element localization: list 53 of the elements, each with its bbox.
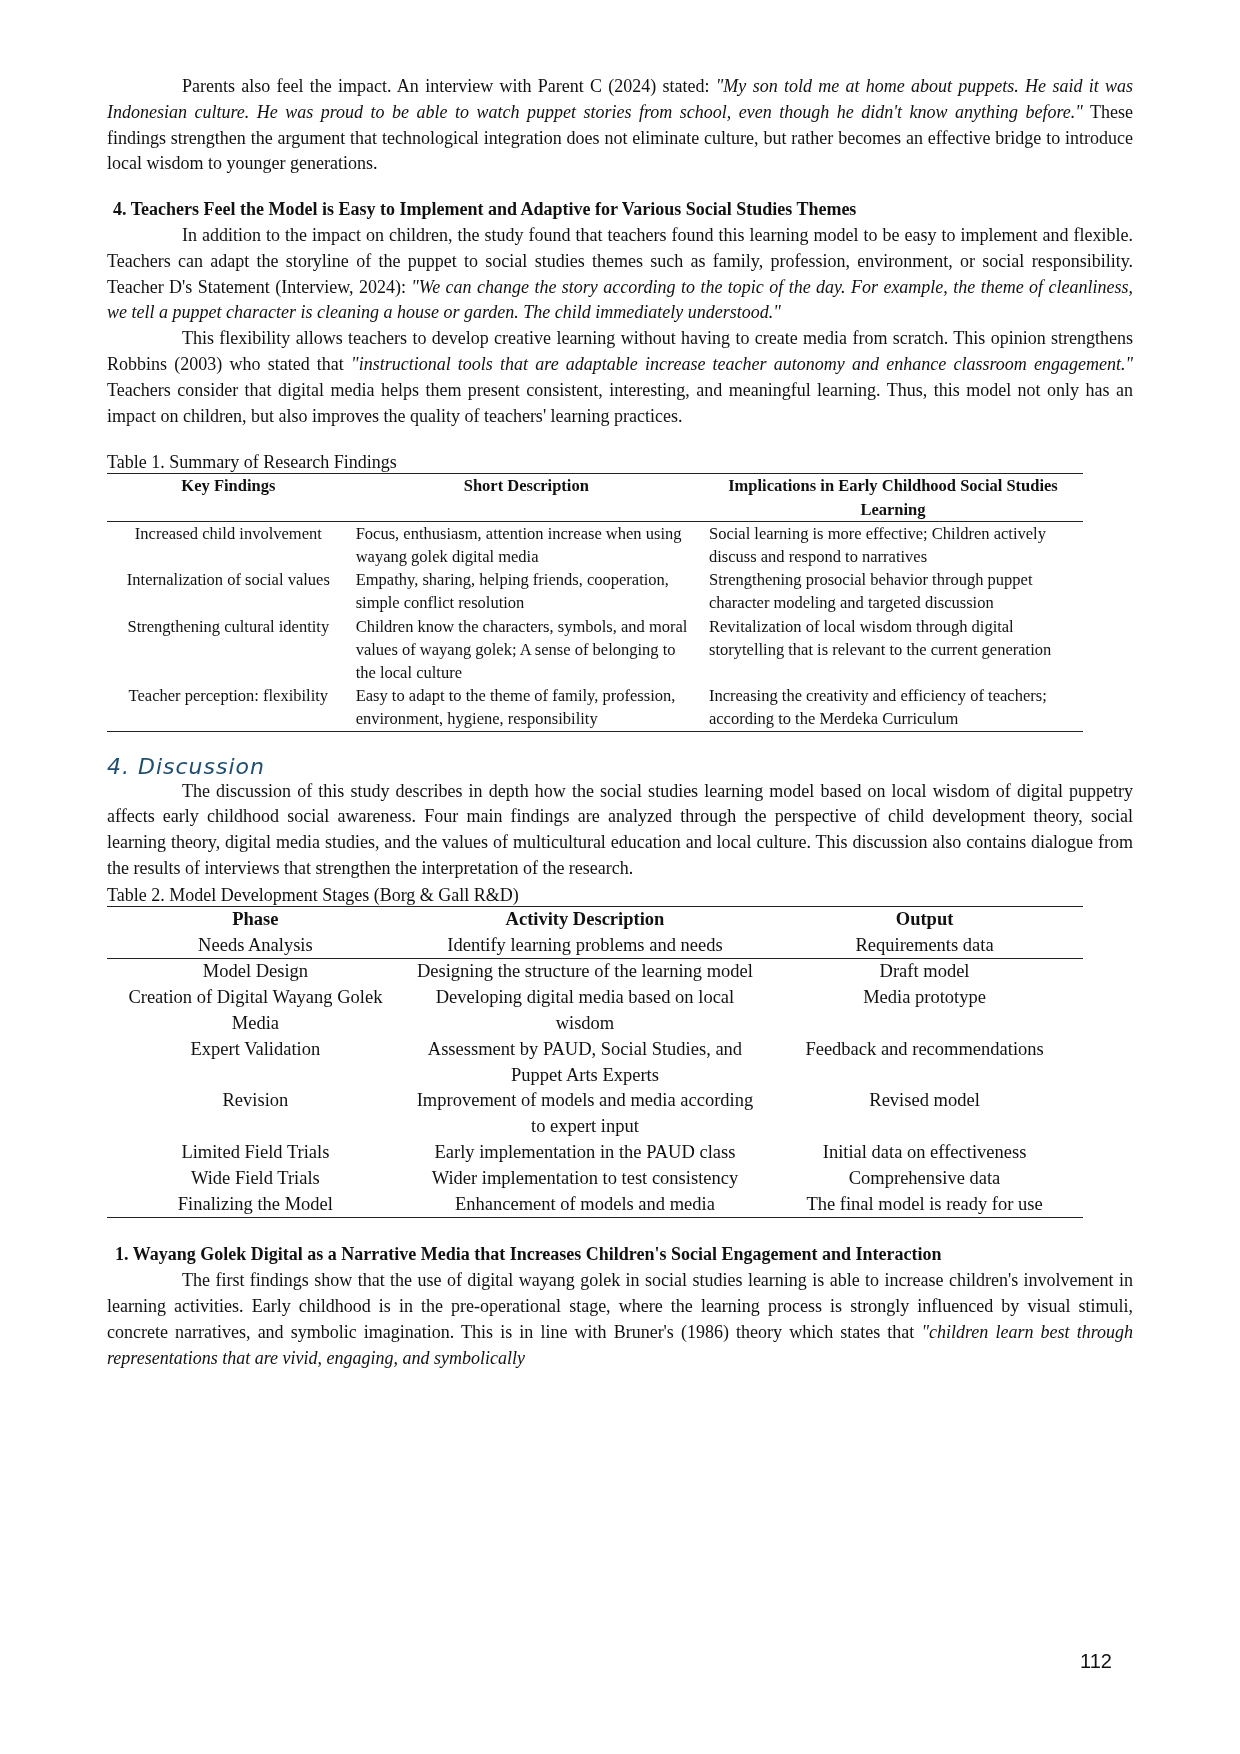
table-cell-text: Limited Field Trials — [180, 1140, 331, 1164]
table-cell-text: Developing digital media based on local wisdom — [434, 986, 736, 1035]
subsection-heading: 1. Wayang Golek Digital as a Narrative Media that Increases Children's Social Engagement and Interaction — [115, 1243, 943, 1267]
table-cell: Finalizing the Model — [107, 1191, 404, 1218]
table-cell: Requirements data — [766, 932, 1083, 959]
table-cell-text: Empathy, sharing, helping friends, cooperation, simple conflict resolution — [354, 569, 670, 615]
table-cell: The final model is ready for use — [766, 1191, 1083, 1218]
table-cell-text: Assessment by PAUD, Social Studies, and Puppet Arts Experts — [426, 1037, 744, 1087]
table-cell: Needs Analysis — [107, 932, 404, 959]
subsection-heading: 4. Teachers Feel the Model is Easy to Implement and Adaptive for Various Social Studies Themes — [113, 198, 858, 222]
table-cell-text: Creation of Digital Wayang Golek Media — [127, 986, 384, 1035]
page-number: 112 — [1080, 1650, 1112, 1673]
table-cell: Social learning is more effective; Children actively discuss and respond to narratives — [702, 521, 1083, 569]
body-paragraph: The first findings show that the use of digital wayang golek in social studies learning is able to increase children's involvement in learning activities. Early childhood is in the pre-operational stage, where the learning process is strongly influenced by visual stimuli, concrete narratives, and symbolic imagination. This is in line with Bruner's (1986) theory which states that "children learn best through representations that are vivid, engaging, and symbolically — [107, 1269, 1133, 1370]
table-cell-text: Comprehensive data — [847, 1166, 1002, 1190]
column-header: Implications in Early Childhood Social Studies Learning — [702, 473, 1083, 522]
table-cell-text: Wide Field Trials — [190, 1166, 321, 1190]
body-paragraph: This flexibility allows teachers to develop creative learning without having to create media from scratch. This opinion strengthens Robbins (2003) who stated that "instructional tools that are adaptable increase teacher autonomy and enhance classroom engagement." Teachers consider that digital media helps them present consistent, interesting, and meaningful learning. Thus, this model not only has an impact on children, but also improves the quality of teachers' learning practices. — [107, 327, 1133, 428]
table-cell: Identify learning problems and needs — [403, 932, 767, 959]
column-header: Phase — [107, 906, 404, 933]
table-cell: Focus, enthusiasm, attention increase when using wayang golek digital media — [349, 521, 703, 569]
table-caption: Table 2. Model Development Stages (Borg & Gall R&D) — [107, 883, 520, 906]
column-header: Activity Description — [403, 906, 767, 933]
table-cell-text: Strengthening cultural identity — [126, 615, 331, 638]
body-paragraph: The discussion of this study describes in depth how the social studies learning model based on local wisdom of digital puppetry affects early childhood social awareness. Four main findings are analyzed through the perspective of child development theory, social learning theory, digital media studies, and the values of multicultural education and local culture. This discussion also contains dialogue from the results of interviews that strengthen the interpretation of the research. — [107, 779, 1133, 880]
table-cell-text: Improvement of models and media according to expert input — [415, 1089, 755, 1139]
table-cell-text: Revised model — [868, 1089, 981, 1113]
table-cell-text: Revision — [221, 1089, 290, 1113]
section-heading: 4. Discussion — [107, 753, 266, 779]
column-header: Short Description — [349, 473, 703, 522]
table-cell: Draft model — [766, 958, 1083, 986]
table-cell-text: Feedback and recommendations — [804, 1037, 1045, 1061]
table-cell: Enhancement of models and media — [403, 1191, 767, 1218]
table-cell: Easy to adapt to the theme of family, profession, environment, hygiene, responsibility — [349, 684, 703, 732]
table-cell-text: Wider implementation to test consistency — [430, 1166, 740, 1190]
column-header: Key Findings — [107, 473, 350, 522]
table-cell: Increasing the creativity and efficiency of teachers; according to the Merdeka Curriculum — [702, 684, 1083, 732]
table-cell-text: Media prototype — [862, 986, 987, 1010]
table-cell: Teacher perception: flexibility — [107, 684, 350, 732]
table-cell-text: Internalization of social values — [125, 569, 331, 592]
table-cell: Designing the structure of the learning model — [403, 958, 767, 986]
body-paragraph: Parents also feel the impact. An interview with Parent C (2024) stated: "My son told me at home about puppets. He said it was Indonesian culture. He was proud to be able to watch puppet stories from school, even though he didn't know anything before." These findings strengthen the argument that technological integration does not eliminate culture, but rather becomes an effective bridge to introduce local wisdom to younger generations. — [107, 75, 1133, 176]
table-cell-text: Revitalization of local wisdom through digital storytelling that is relevant to the current generation — [707, 615, 1053, 661]
table-cell-text: Children know the characters, symbols, and moral values of wayang golek; A sense of belonging to the local culture — [354, 615, 689, 684]
table-cell-text: Initial data on effectiveness — [821, 1140, 1028, 1164]
table-cell-text: Early implementation in the PAUD class — [433, 1140, 737, 1164]
table-cell-text: Expert Validation — [189, 1037, 322, 1061]
table-cell: Increased child involvement — [107, 521, 350, 569]
body-paragraph: In addition to the impact on children, the study found that teachers found this learning model to be easy to implement and flexible. Teachers can adapt the storyline of the puppet to social studies themes such as family, profession, environment, or social responsibility. Teacher D's Statement (Interview, 2024): "We can change the story according to the topic of the day. For example, the theme of cleanliness, we tell a puppet character is cleaning a house or garden. The child immediately understood." — [107, 224, 1133, 325]
table-cell: Model Design — [107, 958, 404, 986]
table-cell-text: Strengthening prosocial behavior through puppet character modeling and targeted discussion — [707, 569, 1034, 615]
table-caption: Table 1. Summary of Research Findings — [107, 451, 398, 474]
column-header: Output — [766, 906, 1083, 933]
